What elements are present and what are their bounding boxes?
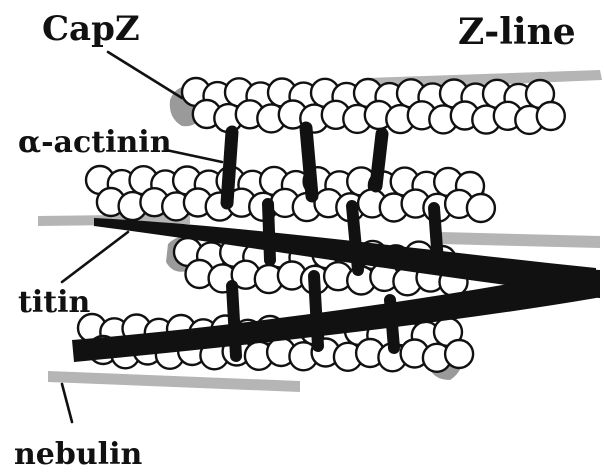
- actinin-link: [227, 132, 232, 203]
- nebulin-label: nebulin: [14, 440, 142, 470]
- titin-rod-tip: [560, 268, 600, 298]
- actin-bead: [445, 340, 473, 368]
- nebulin-leader-line: [62, 384, 72, 422]
- alpha-actinin-leader-line: [166, 150, 222, 162]
- nebulin-strand-mid-right: [440, 232, 600, 248]
- z-line-label: Z-line: [458, 14, 576, 50]
- actinin-link: [306, 128, 312, 196]
- nebulin-strand-bottom: [48, 371, 300, 392]
- actinin-link: [376, 134, 382, 186]
- actin-bead: [467, 194, 495, 222]
- capz-leader-line: [108, 52, 182, 98]
- capz-label: CapZ: [42, 12, 140, 46]
- titin-label: titin: [18, 288, 90, 318]
- titin-leader-line: [62, 232, 128, 282]
- actin-bead: [537, 102, 565, 130]
- alpha-actinin-label: α-actinin: [18, 128, 172, 158]
